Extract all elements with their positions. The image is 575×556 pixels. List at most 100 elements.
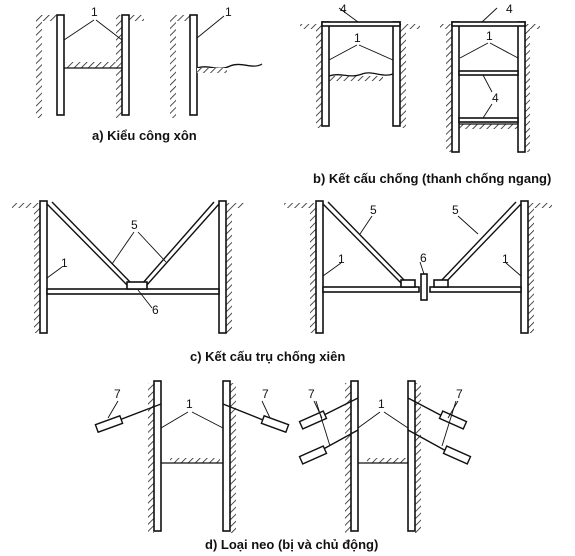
anchor-body xyxy=(438,410,468,430)
raking-strut xyxy=(322,203,403,285)
sheet-pile-wall xyxy=(121,14,130,116)
sheet-pile-wall xyxy=(315,200,324,334)
soil-hatch xyxy=(116,15,122,118)
panel-c-raking-struts: 5 1 6 6 5 5 1 1 c) Kết cấu trụ chống xiê… xyxy=(12,200,552,364)
sheet-pile-wall xyxy=(153,380,162,532)
sheet-pile-wall xyxy=(517,21,526,153)
label-pile-column: 6 xyxy=(152,303,159,317)
label-raking-strut: 5 xyxy=(370,203,377,217)
leader-line xyxy=(441,400,457,447)
anchor-body xyxy=(442,445,472,465)
label-sheet-pile: 1 xyxy=(186,397,193,411)
sheet-pile-wall xyxy=(39,200,48,334)
label-sheet-pile: 1 xyxy=(338,252,345,266)
sheet-pile-wall xyxy=(407,380,416,532)
soil-hatch xyxy=(12,203,46,208)
horizontal-strut xyxy=(321,21,401,27)
soil-hatch xyxy=(226,203,244,208)
thrust-block xyxy=(433,279,449,288)
soil-hatch xyxy=(310,203,316,333)
leader-line xyxy=(160,411,189,429)
label-anchor: 7 xyxy=(456,387,463,401)
label-anchor: 7 xyxy=(308,387,315,401)
anchor-tendon xyxy=(222,403,269,423)
leader-line xyxy=(137,289,153,309)
label-waling: 4 xyxy=(506,2,513,16)
caption-c: c) Kết cấu trụ chống xiên xyxy=(190,349,345,364)
label-anchor: 7 xyxy=(262,387,269,401)
soil-hatch xyxy=(148,383,154,533)
soil-hatch xyxy=(528,203,534,333)
sheet-pile-wall xyxy=(189,14,198,116)
leader-line xyxy=(489,42,519,59)
soil-hatch xyxy=(34,203,40,333)
soil-hatch xyxy=(36,15,42,118)
ground-line xyxy=(196,63,263,69)
thrust-block xyxy=(126,281,148,290)
leader-line xyxy=(95,19,123,41)
soil-hatch xyxy=(316,24,322,128)
soil-hatch xyxy=(170,458,220,463)
sheet-pile-wall xyxy=(218,200,227,334)
leader-line xyxy=(383,411,409,429)
leader-line xyxy=(196,15,225,39)
thrust-block xyxy=(400,279,416,288)
leader-line xyxy=(322,262,342,277)
caption-a: a) Kiểu công xôn xyxy=(92,128,197,143)
leader-line xyxy=(315,400,331,447)
sheet-pile-wall xyxy=(222,380,231,532)
leader-line xyxy=(481,7,498,23)
label-sheet-pile: 1 xyxy=(502,252,509,266)
leader-line xyxy=(137,231,167,263)
soil-hatch xyxy=(170,15,192,21)
label-sheet-pile: 1 xyxy=(486,29,493,43)
panel-d-anchored: 7 7 1 7 7 1 d) Loại neo (bị và chủ động) xyxy=(94,380,472,552)
raking-strut xyxy=(439,201,517,283)
soil-hatch xyxy=(128,15,144,21)
raking-strut xyxy=(141,201,215,285)
anchor-tendon xyxy=(113,403,162,423)
raking-strut xyxy=(145,203,220,287)
anchor-body xyxy=(94,414,124,434)
leader-line xyxy=(107,400,119,419)
anchor-tendon xyxy=(407,397,447,419)
anchor-body xyxy=(260,414,290,434)
soil-hatch xyxy=(36,15,58,21)
leader-line xyxy=(505,262,522,277)
horizontal-strut xyxy=(451,21,526,27)
label-sheet-pile: 1 xyxy=(354,31,361,45)
soil-hatch xyxy=(328,76,383,81)
raking-strut xyxy=(443,203,522,285)
soil-hatch xyxy=(300,24,322,29)
leader-line xyxy=(63,19,95,41)
label-anchor: 7 xyxy=(114,387,121,401)
label-sheet-pile: 1 xyxy=(225,5,232,19)
caption-b: b) Kết cấu chống (thanh chống ngang) xyxy=(313,171,551,186)
leader-line xyxy=(359,215,373,235)
leader-line xyxy=(482,74,493,93)
soil-hatch xyxy=(66,62,121,68)
label-waling: 4 xyxy=(340,2,347,16)
excavation-bottom xyxy=(328,72,394,77)
sheet-pile-wall xyxy=(520,200,529,334)
caption-d: d) Loại neo (bị và chủ động) xyxy=(205,537,378,552)
leader-line xyxy=(482,103,493,119)
berm-slab xyxy=(429,286,522,293)
label-waling: 4 xyxy=(492,91,499,105)
leader-line xyxy=(358,44,394,61)
soil-hatch xyxy=(170,15,176,118)
leader-line xyxy=(459,42,489,59)
horizontal-strut xyxy=(458,70,519,76)
leader-line xyxy=(419,261,425,275)
panel-a-cantilever: 1 1 a) Kiểu công xôn xyxy=(36,5,263,143)
sheet-pile-wall xyxy=(321,21,330,127)
soil-hatch xyxy=(524,24,540,29)
leader-line xyxy=(338,7,359,23)
leader-line xyxy=(357,411,381,429)
soil-hatch xyxy=(367,458,409,463)
raking-strut xyxy=(46,203,129,287)
sheet-pile-wall xyxy=(350,380,359,532)
panel-b-horizontal-struts: 4 1 4 1 4 b) Kết cấu chống (thanh chống … xyxy=(300,2,551,186)
raking-strut xyxy=(327,201,407,283)
